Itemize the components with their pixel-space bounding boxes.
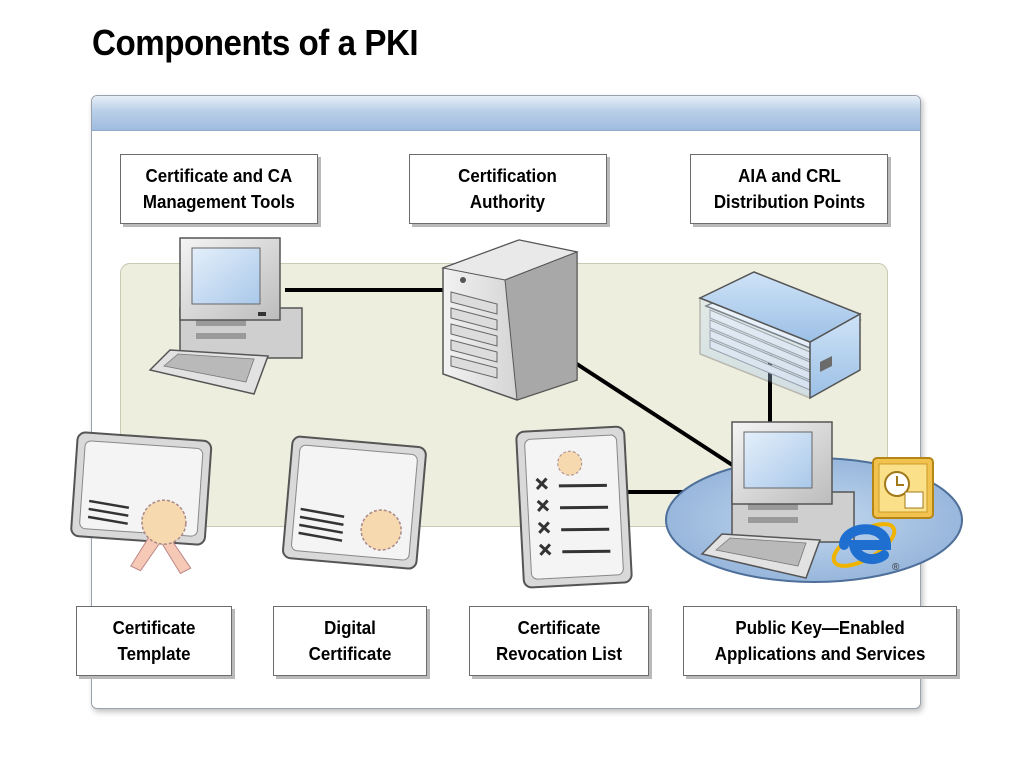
ie-trademark: ® [892, 562, 900, 573]
label-public-key-enabled-apps: Public Key—Enabled Applications and Serv… [683, 606, 957, 676]
binder-icon [698, 271, 862, 400]
server-tower-icon [441, 239, 579, 401]
digital-certificate-icon [282, 435, 427, 570]
revocation-list-icon [515, 425, 633, 589]
label-certificate-template: Certificate Template [76, 606, 232, 676]
slide-title: Components of a PKI [92, 22, 419, 63]
panel-header-bar [92, 96, 920, 131]
certificate-template-icon [70, 431, 213, 575]
internet-explorer-icon [831, 522, 897, 568]
label-certification-authority: Certification Authority [409, 154, 607, 224]
workstation-icon [700, 421, 855, 579]
outlook-icon [872, 457, 934, 519]
label-digital-certificate: Digital Certificate [273, 606, 427, 676]
workstation-icon [148, 237, 303, 395]
label-aia-crl-distribution-points: AIA and CRL Distribution Points [690, 154, 888, 224]
label-ca-management-tools: Certificate and CA Management Tools [120, 154, 318, 224]
label-certificate-revocation-list: Certificate Revocation List [469, 606, 649, 676]
